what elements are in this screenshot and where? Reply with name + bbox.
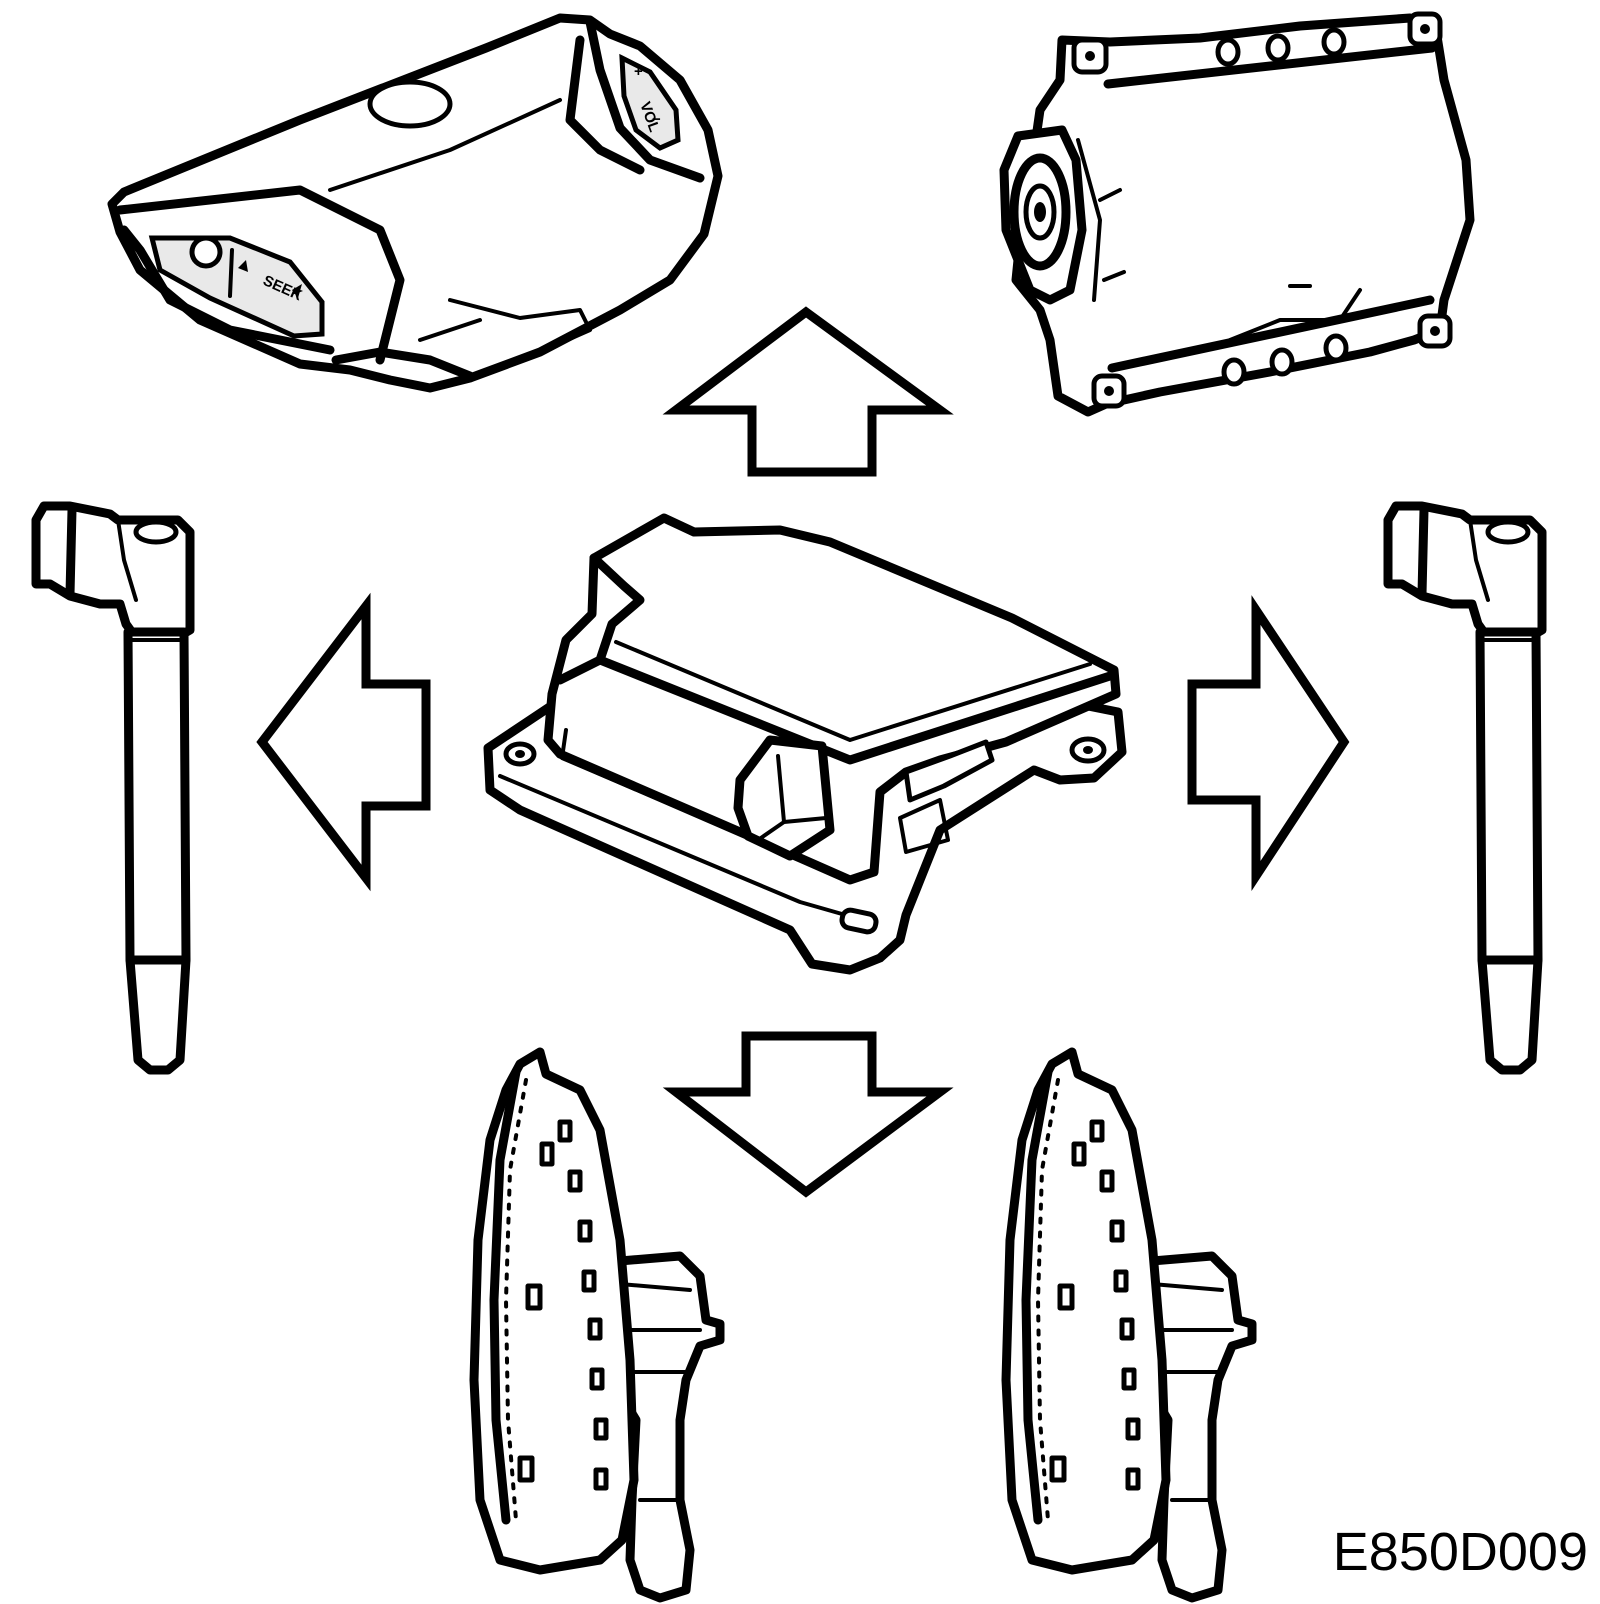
svg-text:+: +: [634, 63, 643, 80]
side-airbag-module-right: [1001, 1047, 1257, 1603]
driver-airbag-module: VOL + − SEEK: [107, 13, 723, 393]
pretensioner-right: [1383, 501, 1547, 1075]
arrow-up: [662, 306, 954, 477]
restraints-control-module: [483, 513, 1127, 975]
arrow-right: [1187, 595, 1350, 892]
figure-id-label: E850D009: [1332, 1522, 1588, 1582]
side-airbag-module-left: [469, 1047, 725, 1603]
pretensioner-left: [31, 501, 195, 1075]
arrow-left: [256, 592, 431, 892]
svg-text:−: −: [652, 111, 661, 128]
passenger-airbag-module: [999, 11, 1475, 417]
arrow-down: [662, 1031, 954, 1198]
